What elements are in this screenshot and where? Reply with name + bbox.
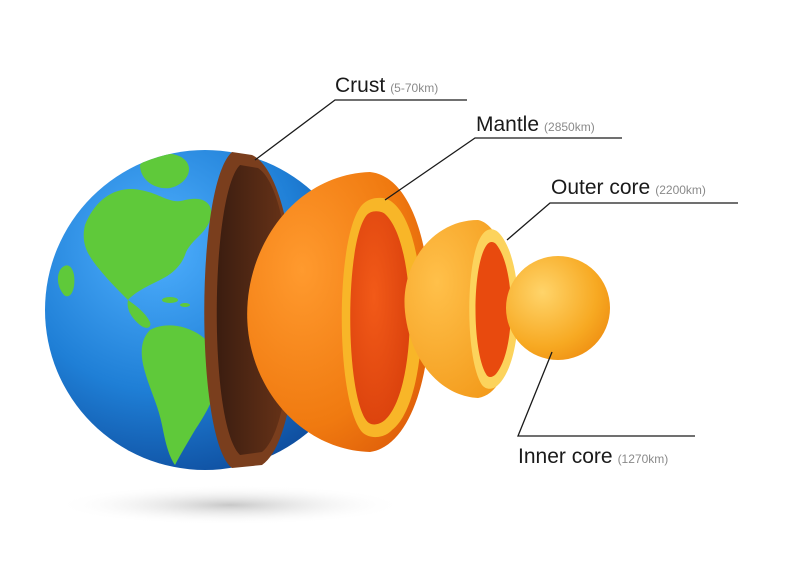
ground-shadow xyxy=(55,485,405,525)
inner-core-sphere xyxy=(506,256,610,360)
crust-leader-line xyxy=(254,99,467,161)
outer-core-label: Outer core(2200km) xyxy=(551,176,706,199)
outer-core-leader-line xyxy=(506,202,738,241)
mantle-label: Mantle(2850km) xyxy=(476,113,595,136)
inner-core-label: Inner core(1270km) xyxy=(518,445,668,468)
outer-core-layer xyxy=(404,220,519,398)
continents xyxy=(57,153,220,465)
crust-label: Crust(5-70km) xyxy=(335,74,438,97)
mantle-layer xyxy=(247,172,430,452)
mantle-leader-line xyxy=(384,137,622,201)
inner-core-leader-line xyxy=(517,351,695,437)
